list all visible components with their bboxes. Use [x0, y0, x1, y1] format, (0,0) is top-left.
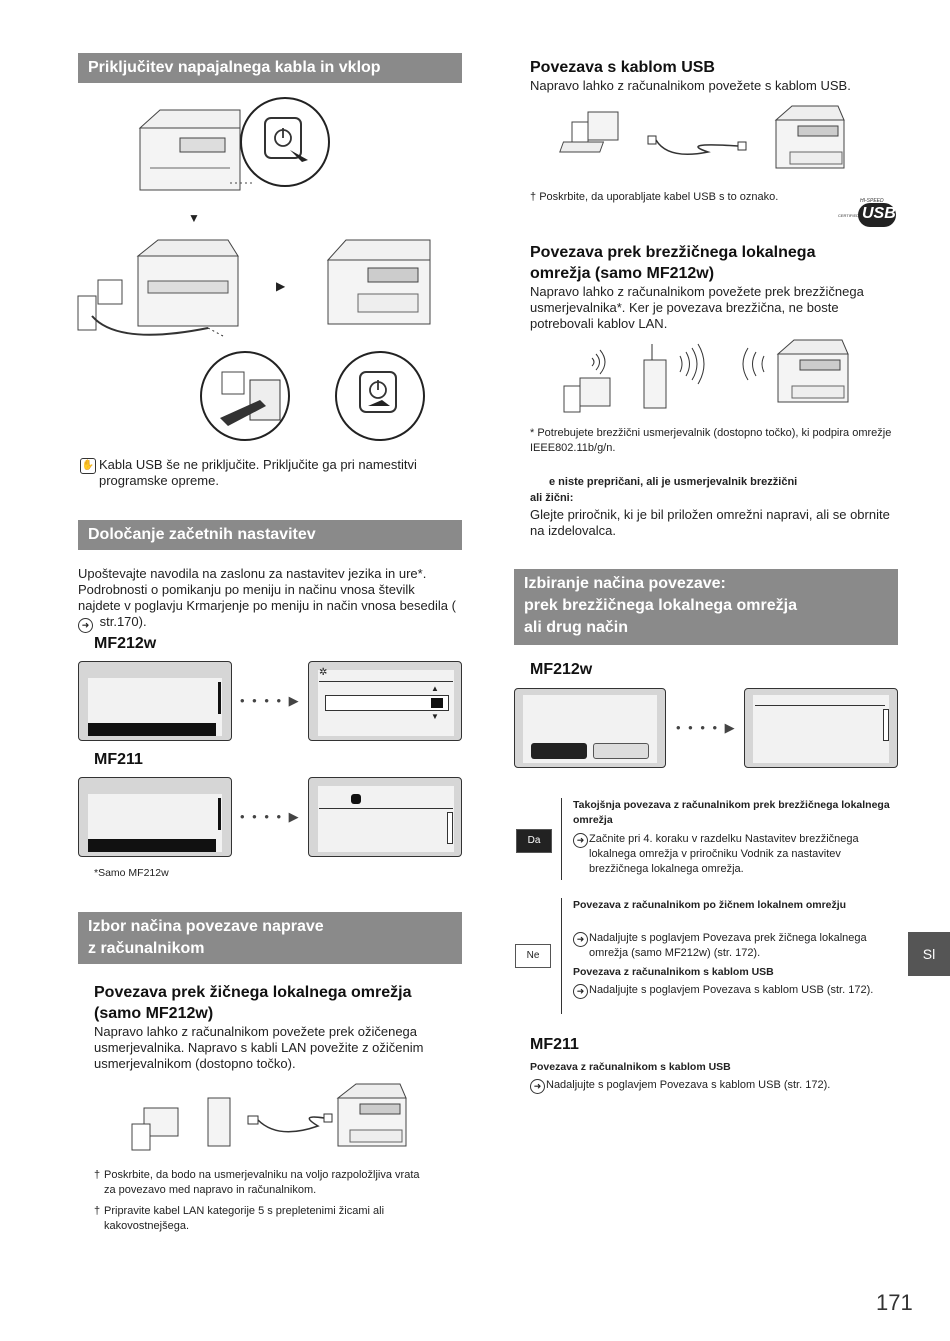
power-note-text: Kabla USB še ne priključite. Priključite… — [99, 457, 417, 488]
footnote-mf212w: *Samo MF212w — [94, 867, 169, 879]
usb-title: Povezava s kablom USB — [530, 59, 715, 76]
usb-text: Napravo lahko z računalnikom povežete s … — [530, 78, 851, 93]
lcd-screen-language — [78, 661, 232, 741]
mf211-text-body: Nadaljujte s poglavjem Povezava s kablom… — [546, 1079, 831, 1091]
wired-note-1: † Poskrbite, da bodo na usmerjevalniku n… — [94, 1168, 434, 1198]
down-triangle-icon: ▼ — [188, 211, 200, 225]
usb-note-text: Poskrbite, da uporabljate kabel USB s to… — [539, 191, 779, 203]
hand-stop-icon: ✋ — [80, 458, 96, 474]
no-heading-1: Povezava z računalnikom po žičnem lokaln… — [573, 899, 847, 911]
wired-note-2: † Pripravite kabel LAN kategorije 5 s pr… — [94, 1204, 434, 1234]
initial-settings-ref: str.170). — [96, 614, 147, 629]
dagger-icon: † — [94, 1205, 101, 1217]
no-text-1: ➜ Nadaljujte s poglavjem Povezava prek ž… — [573, 931, 893, 961]
section-header-connection: Izbor načina povezave naprave z računaln… — [78, 912, 462, 964]
arrow-ref-icon: ➜ — [78, 618, 93, 633]
lcd-screen-mf211-time — [308, 777, 462, 857]
no-badge: Ne — [515, 944, 551, 968]
model-label-mf211: MF211 — [94, 751, 143, 768]
down-icon: ▼ — [431, 712, 439, 721]
lcd-screen-mf211-language — [78, 777, 232, 857]
wireless-title-line1: Povezava prek brezžičnega lokalnega — [530, 244, 816, 261]
wireless-text: Napravo lahko z računalnikom povežete pr… — [530, 284, 864, 331]
model-label-mf211-right: MF211 — [530, 1036, 579, 1053]
lcd-screen-wireless-prompt — [514, 688, 666, 768]
yes-text: ➜ Začnite pri 4. koraku v razdelku Nasta… — [573, 832, 893, 877]
settings-icon: ✲ — [319, 667, 328, 678]
no-text-2-body: Nadaljujte s poglavjem Povezava s kablom… — [589, 984, 874, 996]
usb-logo-top: HI-SPEED — [860, 198, 884, 204]
no-text-2: ➜ Nadaljujte s poglavjem Povezava s kabl… — [573, 983, 893, 999]
arrow-dots-icon: • • • • ▶ — [240, 809, 301, 824]
arrow-ref-icon: ➜ — [573, 932, 588, 947]
model-label-mf212w-right: MF212w — [530, 661, 593, 678]
wireless-title-line2: omrežja (samo MF212w) — [530, 265, 715, 282]
wired-note-1-text: Poskrbite, da bodo na usmerjevalniku na … — [104, 1169, 420, 1196]
section-header-select-connection: Izbiranje načina povezave: prek brezžičn… — [514, 569, 898, 645]
yes-heading: Takojšnja povezava z računalnikom prek b… — [573, 799, 890, 826]
arrow-dots-icon: • • • • ▶ — [676, 720, 737, 735]
no-heading-2: Povezava z računalnikom s kablom USB — [573, 966, 774, 978]
yes-text-body: Začnite pri 4. koraku v razdelku Nastavi… — [589, 833, 859, 875]
section-header-power: Priključitev napajalnega kabla in vklop — [78, 53, 462, 83]
page-number: 171 — [876, 1290, 913, 1315]
wired-lan-illustration — [131, 1083, 407, 1151]
language-tab: Sl — [908, 932, 950, 976]
divider-line — [561, 798, 562, 880]
initial-settings-text: Upoštevajte navodila na zaslonu za nasta… — [78, 566, 458, 633]
right-triangle-icon: ▶ — [276, 279, 286, 293]
arrow-ref-icon: ➜ — [573, 833, 588, 848]
wireless-question: e niste prepričani, ali je usmerjevalnik… — [530, 474, 900, 506]
wireless-question-line1: e niste prepričani, ali je usmerjevalnik… — [549, 476, 798, 488]
wireless-note: * Potrebujete brezžični usmerjevalnik (d… — [530, 427, 892, 454]
wired-lan-text: Napravo lahko z računalnikom povežete pr… — [94, 1024, 424, 1071]
wired-note-2-text: Pripravite kabel LAN kategorije 5 s prep… — [104, 1205, 385, 1232]
usb-logo-bottom: CERTIFIED — [838, 213, 860, 218]
usb-note: † Poskrbite, da uporabljate kabel USB s … — [530, 190, 860, 205]
section-header-connection-line2: z računalnikom — [88, 940, 205, 957]
mf211-text: ➜ Nadaljujte s poglavjem Povezava s kabl… — [530, 1078, 890, 1094]
arrow-dots-icon: • • • • ▶ — [240, 693, 301, 708]
no-text-1-body: Nadaljujte s poglavjem Povezava prek žič… — [589, 932, 867, 959]
dagger-icon: † — [94, 1169, 101, 1181]
wired-lan-title-line2: (samo MF212w) — [94, 1005, 214, 1022]
section-header-initial-settings: Določanje začetnih nastavitev — [78, 520, 462, 550]
select-header-line3: ali drug način — [524, 619, 629, 636]
wireless-title: Povezava prek brezžičnega lokalnega omre… — [530, 242, 900, 284]
dagger-icon: † — [530, 191, 537, 203]
wireless-illustration — [563, 339, 849, 413]
select-header-line2: prek brezžičnega lokalnega omrežja — [524, 597, 797, 614]
yes-badge: Da — [516, 829, 552, 853]
wired-lan-title-line1: Povezava prek žičnega lokalnega omrežja — [94, 984, 412, 1001]
model-label-mf212w: MF212w — [94, 635, 157, 652]
wireless-question-text: Glejte priročnik, ki je bil priložen omr… — [530, 507, 890, 538]
mf211-heading: Povezava z računalnikom s kablom USB — [530, 1061, 731, 1073]
select-header-line1: Izbiranje načina povezave: — [524, 575, 726, 592]
wired-lan-title: Povezava prek žičnega lokalnega omrežja … — [94, 982, 464, 1024]
hi-speed-usb-logo: HI-SPEED USB CERTIFIED — [838, 198, 898, 230]
up-icon: ▲ — [431, 684, 439, 693]
arrow-ref-icon: ➜ — [573, 984, 588, 999]
lcd-screen-network-menu — [744, 688, 898, 768]
section-header-connection-line1: Izbor načina povezave naprave — [88, 918, 324, 935]
usb-logo-text: USB — [862, 205, 896, 222]
divider-line — [561, 898, 562, 1014]
power-note: ✋ Kabla USB še ne priključite. Priključi… — [80, 457, 460, 489]
initial-settings-body: Upoštevajte navodila na zaslonu za nasta… — [78, 566, 456, 613]
arrow-ref-icon: ➜ — [530, 1079, 545, 1094]
wireless-question-line2: ali žični: — [530, 492, 574, 504]
usb-illustration — [559, 105, 845, 169]
lcd-screen-time: ✲ ▲ ▼ — [308, 661, 462, 741]
